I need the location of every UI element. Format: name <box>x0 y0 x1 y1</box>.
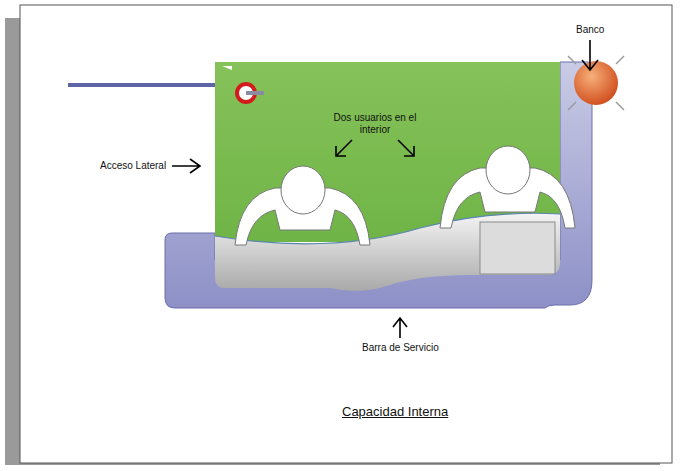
floor <box>215 213 560 291</box>
users-label: Dos usuarios en el interior <box>330 112 420 136</box>
bank-label: Banco <box>576 24 604 36</box>
seat-block <box>480 222 555 274</box>
user-figure <box>440 146 575 228</box>
service-bar-label: Barra de Servicio <box>362 342 439 354</box>
user-figure <box>235 166 370 245</box>
access-line <box>68 83 218 87</box>
access-label: Acceso Lateral <box>100 160 166 172</box>
card <box>20 5 672 463</box>
caption: Capacidad Interna <box>342 404 448 420</box>
bank-symbol <box>574 61 618 105</box>
door-icon <box>222 66 264 102</box>
bank-rays <box>568 56 624 110</box>
leader-arrows <box>172 40 598 338</box>
service-bar <box>165 62 592 308</box>
